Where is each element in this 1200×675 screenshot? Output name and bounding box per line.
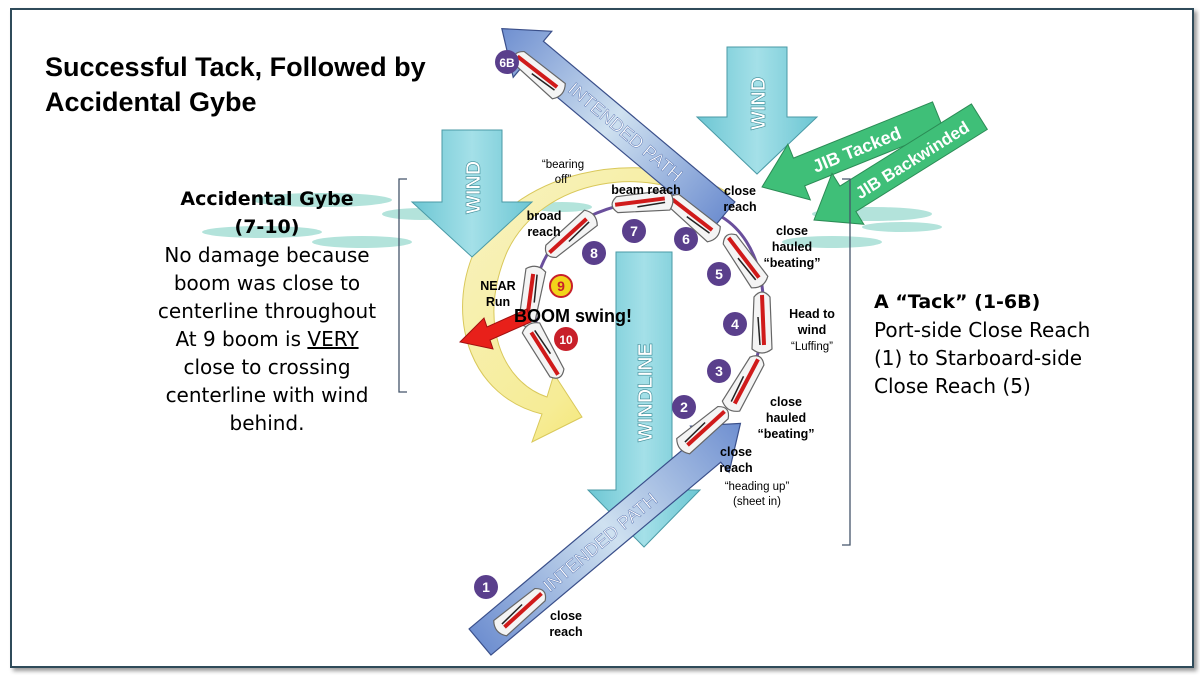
tack-heading: A “Tack” (1-6B) [874, 291, 1041, 313]
label-bearing-off-a: “bearing [542, 159, 584, 171]
marker-7: 7 [622, 219, 646, 243]
label-close-hauled-3a: close [770, 395, 802, 409]
gybe-text-2: boom was close to [173, 271, 361, 295]
gybe-heading: Accidental Gybe [180, 188, 354, 210]
tack-text-1: Port-side Close Reach [874, 318, 1091, 342]
marker-9: 9 [549, 274, 573, 298]
marker-10: 10 [554, 327, 578, 351]
tack-text-2: (1) to Starboard-side [874, 346, 1083, 370]
svg-text:2: 2 [680, 399, 688, 415]
marker-5: 5 [707, 262, 731, 286]
gybe-text-4: At 9 boom is VERY [147, 325, 387, 353]
gybe-text-7: behind. [229, 411, 305, 435]
wind-label-right: WIND [748, 77, 770, 130]
svg-text:1: 1 [482, 579, 490, 595]
gybe-range: (7-10) [234, 216, 300, 238]
label-broad-reach-b: reach [527, 225, 560, 239]
label-close-reach-1a: close [550, 609, 582, 623]
gybe-bracket [398, 178, 407, 393]
tack-note: A “Tack” (1-6B) Port-side Close Reach (1… [874, 288, 1174, 400]
label-near-run-a: NEAR [480, 279, 515, 293]
gybe-note: Accidental Gybe (7-10) No damage because… [147, 185, 387, 437]
svg-text:4: 4 [731, 316, 739, 332]
gybe-text-3: centerline throughout [157, 299, 377, 323]
gybe-text-5: close to crossing [183, 355, 351, 379]
label-close-hauled-5b: hauled [772, 240, 812, 254]
marker-8: 8 [582, 241, 606, 265]
label-close-reach-6b: reach [723, 200, 756, 214]
page-title: Successful Tack, Followed by Accidental … [45, 50, 485, 120]
boat-icon-4 [750, 290, 774, 355]
svg-text:5: 5 [715, 266, 723, 282]
label-bearing-off-b: off” [555, 174, 572, 186]
wind-arrow-right: WIND [695, 46, 819, 175]
label-head-to-wind-a: Head to [789, 307, 835, 321]
title-line-1: Successful Tack, Followed by [45, 52, 426, 82]
gybe-text-1: No damage because [164, 243, 370, 267]
title-line-2: Accidental Gybe [45, 87, 257, 117]
label-close-reach-2a: close [720, 445, 752, 459]
marker-4: 4 [723, 312, 747, 336]
cloud-band [202, 193, 942, 248]
boom-swing-arrow [458, 308, 532, 350]
tack-text-3: Close Reach (5) [874, 374, 1031, 398]
marker-2: 2 [672, 395, 696, 419]
marker-1: 1 [474, 575, 498, 599]
svg-text:3: 3 [715, 363, 723, 379]
label-heading-up-a: “heading up” [725, 481, 790, 493]
svg-text:9: 9 [557, 278, 565, 294]
label-beating-3: “beating” [758, 427, 815, 441]
tack-bracket [842, 178, 851, 546]
label-broad-reach-a: broad [527, 209, 562, 223]
svg-text:6B: 6B [499, 56, 515, 70]
label-close-reach-6a: close [724, 184, 756, 198]
marker-3: 3 [707, 359, 731, 383]
label-beam-reach: beam reach [611, 183, 680, 197]
svg-text:6: 6 [682, 231, 690, 247]
label-close-reach-1b: reach [549, 625, 582, 639]
label-beating-5: “beating” [764, 256, 821, 270]
label-heading-up-b: (sheet in) [733, 496, 781, 508]
slide-frame: WINDLINE WIND WIND JIB Tacked JIB Backwi… [10, 8, 1194, 668]
svg-text:7: 7 [630, 223, 638, 239]
windline-label: WINDLINE [635, 343, 657, 442]
tack-gybe-diagram: WINDLINE WIND WIND JIB Tacked JIB Backwi… [202, 27, 989, 656]
gybe-text-6: centerline with wind [165, 383, 369, 407]
svg-text:10: 10 [559, 333, 573, 347]
gybe-text-4-emph: VERY [307, 327, 359, 351]
marker-6b: 6B [495, 50, 519, 74]
label-close-hauled-5a: close [776, 224, 808, 238]
boom-swing-label: BOOM swing! [514, 306, 632, 326]
label-close-reach-2b: reach [719, 461, 752, 475]
svg-text:8: 8 [590, 245, 598, 261]
label-luffing: “Luffing” [791, 341, 833, 353]
marker-6: 6 [674, 227, 698, 251]
boat-icon-3 [718, 349, 771, 417]
wind-arrow-left: WIND [410, 129, 534, 258]
label-head-to-wind-b: wind [797, 323, 826, 337]
label-close-hauled-3b: hauled [766, 411, 806, 425]
gybe-text-4-pre: At 9 boom is [175, 327, 308, 351]
wind-label-left: WIND [463, 161, 485, 214]
label-near-run-b: Run [486, 295, 510, 309]
